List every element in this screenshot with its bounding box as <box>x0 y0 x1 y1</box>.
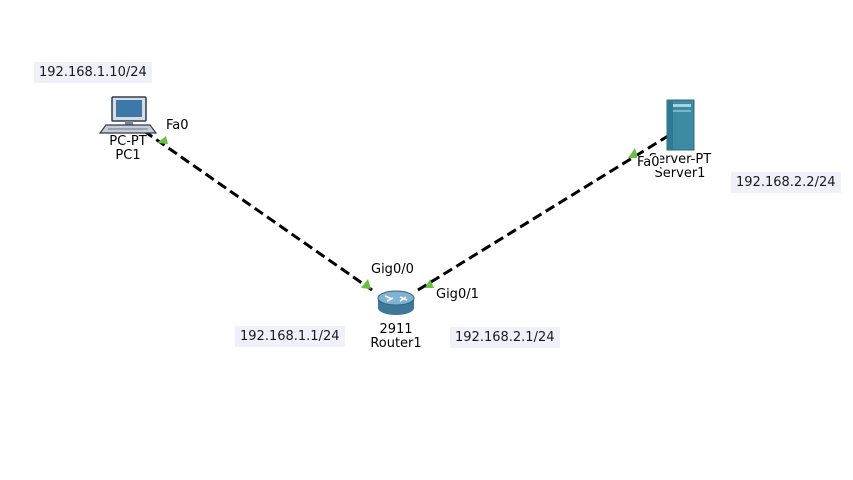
router1-left-ip-note[interactable]: 192.168.1.1/24 <box>235 326 345 347</box>
router1-labels: 2911 Router1 <box>370 323 422 351</box>
pc1-ip-note[interactable]: 192.168.1.10/24 <box>34 62 152 83</box>
server1-ip-note[interactable]: 192.168.2.2/24 <box>731 172 841 193</box>
router1-name: Router1 <box>370 336 422 351</box>
pc1-port-label: Fa0 <box>166 118 189 133</box>
pc1-labels: PC-PT PC1 <box>106 135 150 163</box>
pc1-name: PC1 <box>115 148 141 163</box>
server1-model: Server-PT <box>648 152 712 167</box>
link-status-router1-gig01 <box>425 279 434 288</box>
server1-name: Server1 <box>654 166 706 181</box>
router1-model: 2911 <box>379 322 413 337</box>
link-status-pc1-fa0 <box>157 136 168 144</box>
link-pc1-router1[interactable] <box>143 129 373 292</box>
server1-labels: Server-PT Server1 <box>644 153 716 181</box>
link-status-server1-fa0 <box>628 148 638 158</box>
link-status-router1-gig00 <box>361 279 371 289</box>
link-router1-server1[interactable] <box>417 134 669 292</box>
router1-right-port-label: Gig0/1 <box>436 287 479 302</box>
desktop-pc-icon[interactable] <box>98 96 158 134</box>
router1-right-ip-note[interactable]: 192.168.2.1/24 <box>450 327 560 348</box>
server1-port-label: Fa0 <box>637 155 660 170</box>
router-icon[interactable] <box>377 290 415 315</box>
server-tower-icon[interactable] <box>666 99 695 151</box>
pc1-model: PC-PT <box>109 134 147 149</box>
router1-left-port-label: Gig0/0 <box>371 262 414 277</box>
